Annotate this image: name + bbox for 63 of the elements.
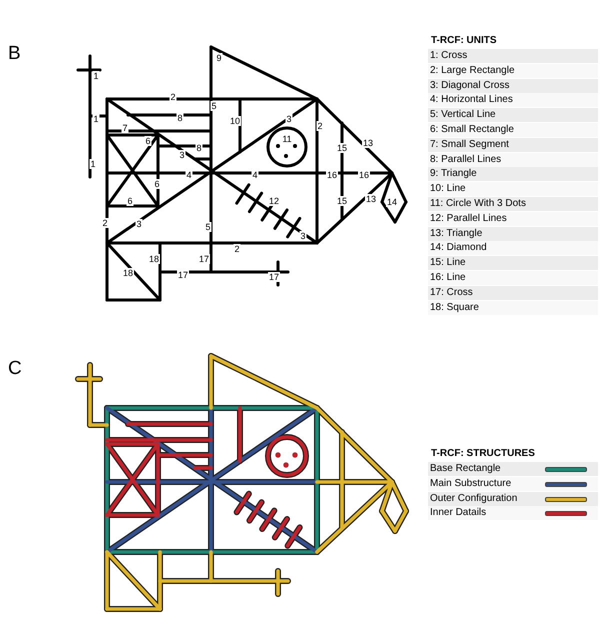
- table-row: 4: Horizontal Lines: [428, 93, 598, 108]
- legend-label: Inner Datails: [428, 506, 598, 520]
- table-row: 12: Parallel Lines: [428, 212, 598, 226]
- table-row: 15: Line: [428, 256, 598, 270]
- unit-number: 1: [92, 71, 100, 81]
- panel-label: C: [8, 358, 22, 380]
- table-row: 10: Line: [428, 182, 598, 196]
- unit-number: 12: [268, 196, 280, 206]
- table-row: 14: Diamond: [428, 241, 598, 256]
- unit-number: 15: [336, 196, 348, 206]
- unit-number: 1: [90, 159, 96, 169]
- unit-number: 16: [326, 170, 338, 180]
- table-row: 2: Large Rectangle: [428, 64, 598, 78]
- table-row: 18: Square: [428, 300, 598, 315]
- unit-number: 13: [365, 194, 377, 204]
- table-title: T-RCF: STRUCTURES: [431, 447, 535, 461]
- table-row: 1: Cross: [428, 49, 598, 63]
- table-row: 13: Triangle: [428, 226, 598, 241]
- table-row: 3: Diagonal Cross: [428, 78, 598, 93]
- table-row: 9: Triangle: [428, 167, 598, 182]
- unit-number: 4: [252, 170, 258, 180]
- unit-number: 2: [170, 92, 176, 102]
- table-row: 7: Small Segment: [428, 138, 598, 152]
- unit-number: 8: [196, 143, 202, 153]
- unit-number: 7: [122, 123, 128, 133]
- unit-number: 16: [358, 170, 370, 180]
- table-row: 16: Line: [428, 271, 598, 285]
- legend-label: Outer Configuration: [428, 492, 598, 506]
- table-row: 11: Circle With 3 Dots: [428, 197, 598, 211]
- unit-number: 17: [177, 270, 189, 280]
- unit-number: 6: [154, 179, 160, 189]
- unit-number: 15: [336, 143, 348, 153]
- table-row: 5: Vertical Line: [428, 108, 598, 122]
- unit-number: 13: [362, 138, 374, 148]
- unit-number: 2: [234, 244, 240, 254]
- unit-number: 2: [102, 218, 108, 228]
- unit-number: 3: [286, 114, 292, 124]
- unit-number: 18: [148, 254, 160, 264]
- unit-number: 5: [204, 222, 212, 232]
- unit-number: 6: [144, 136, 152, 146]
- table-title: T-RCF: UNITS: [431, 34, 497, 48]
- unit-number: 2: [316, 121, 324, 131]
- panel-label: B: [8, 43, 21, 65]
- unit-number: 14: [386, 197, 398, 207]
- unit-number: 17: [268, 272, 280, 282]
- unit-number: 18: [122, 268, 134, 278]
- unit-number: 10: [229, 116, 241, 126]
- unit-number: 3: [136, 219, 142, 229]
- table-row: 17: Cross: [428, 286, 598, 300]
- table-row: 6: Small Rectangle: [428, 123, 598, 137]
- legend-label: Main Substructure: [428, 476, 598, 491]
- unit-number: 1: [92, 114, 100, 124]
- unit-number: 17: [198, 254, 210, 264]
- legend-label: Base Rectangle: [428, 462, 598, 476]
- unit-number: 8: [176, 113, 184, 123]
- unit-number: 4: [186, 170, 192, 180]
- unit-number: 9: [216, 53, 222, 63]
- unit-number: 3: [178, 150, 186, 160]
- unit-number: 6: [126, 196, 134, 206]
- unit-number: 3: [300, 231, 306, 241]
- unit-number: 5: [210, 101, 218, 111]
- unit-number: 11: [281, 134, 293, 144]
- table-row: 8: Parallel Lines: [428, 152, 598, 167]
